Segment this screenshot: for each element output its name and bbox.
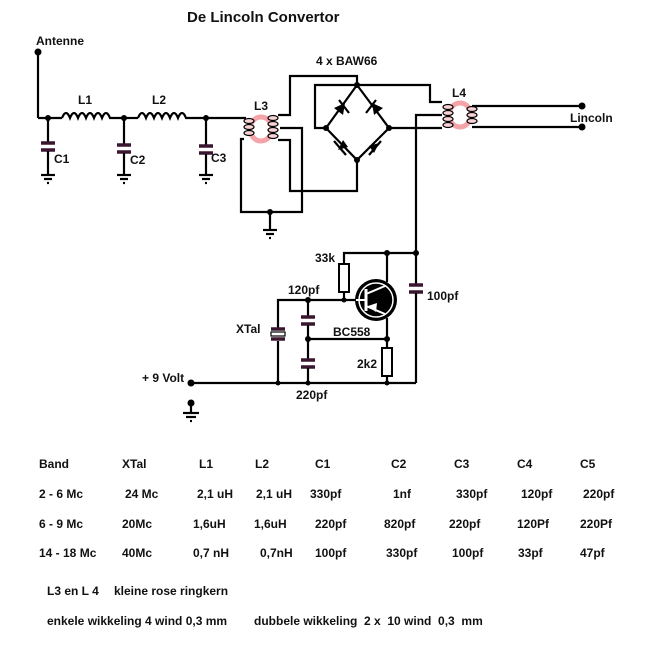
capacitor-c1-label: C1 xyxy=(54,152,70,166)
transformer-l4 xyxy=(442,100,478,130)
note-double-winding: dubbele wikkeling 2 x 10 wind 0,3 mm xyxy=(254,614,483,628)
cell-c1: 330pf xyxy=(310,487,342,501)
cell-c5: 220Pf xyxy=(580,517,613,531)
cell-c5: 220pf xyxy=(583,487,615,501)
capacitor-120pf-label: 120pf xyxy=(288,283,320,297)
header-xtal: XTal xyxy=(122,457,147,471)
capacitor-120pf xyxy=(301,300,315,359)
resistor-33k xyxy=(338,263,350,300)
header-c2: C2 xyxy=(391,457,407,471)
cell-c4: 33pf xyxy=(518,546,543,560)
diagram-title: De Lincoln Convertor xyxy=(187,9,340,26)
cell-c2: 1nf xyxy=(393,487,411,501)
header-l2: L2 xyxy=(255,457,270,471)
cell-l1: 1,6uH xyxy=(193,517,226,531)
antenna-label: Antenne xyxy=(36,34,84,48)
ground-supply xyxy=(183,399,199,423)
capacitor-c1 xyxy=(41,115,55,185)
note-single-winding: enkele wikkeling 4 wind 0,3 mm xyxy=(47,614,228,628)
header-l1: L1 xyxy=(199,457,214,471)
inductor-l1-label: L1 xyxy=(78,93,92,107)
diode-bridge xyxy=(313,82,442,163)
crystal-label: XTal xyxy=(236,322,260,336)
cell-c3: 220pf xyxy=(449,517,481,531)
header-c5: C5 xyxy=(580,457,596,471)
capacitor-c3-label: C3 xyxy=(211,151,227,165)
cell-c1: 220pf xyxy=(315,517,347,531)
cell-l2: 0,7nH xyxy=(260,546,293,560)
cell-c4: 120Pf xyxy=(517,517,550,531)
cell-c3: 330pf xyxy=(456,487,488,501)
supply-rail xyxy=(187,379,416,387)
capacitor-100pf-label: 100pf xyxy=(427,289,459,303)
header-band: Band xyxy=(39,457,69,471)
antenna-terminal xyxy=(34,48,62,120)
header-c1: C1 xyxy=(315,457,331,471)
resistor-33k-label: 33k xyxy=(315,251,335,265)
capacitor-c3 xyxy=(199,115,213,185)
capacitor-220pf xyxy=(301,358,315,383)
cell-xtal: 20Mc xyxy=(122,517,153,531)
cell-band: 2 - 6 Mc xyxy=(39,487,84,501)
cell-c5: 47pf xyxy=(580,546,605,560)
note-core-desc: kleine rose ringkern xyxy=(114,584,229,598)
transformer-l3 xyxy=(243,114,279,144)
cell-l2: 2,1 uH xyxy=(256,487,293,501)
resistor-2k2-label: 2k2 xyxy=(357,357,377,371)
header-c4: C4 xyxy=(517,457,533,471)
transformer-l3-label: L3 xyxy=(254,99,268,113)
cell-l1: 2,1 uH xyxy=(197,487,234,501)
cell-c2: 820pf xyxy=(384,517,416,531)
cell-c2: 330pf xyxy=(386,546,418,560)
diodes-label: 4 x BAW66 xyxy=(316,54,378,68)
cell-l1: 0,7 nH xyxy=(193,546,230,560)
output-label: Lincoln xyxy=(570,111,613,125)
inductor-l1 xyxy=(60,111,124,121)
cell-band: 6 - 9 Mc xyxy=(39,517,84,531)
capacitor-c2 xyxy=(117,115,131,185)
crystal-xtal xyxy=(270,320,286,383)
header-c3: C3 xyxy=(454,457,470,471)
supply-label: + 9 Volt xyxy=(142,371,184,385)
capacitor-c2-label: C2 xyxy=(130,153,146,167)
cell-xtal: 24 Mc xyxy=(125,487,159,501)
circuit-schematic: De Lincoln Convertor Antenne L1 L2 C1 xyxy=(34,9,613,423)
cell-xtal: 40Mc xyxy=(122,546,153,560)
note-core-label: L3 en L 4 xyxy=(47,584,99,598)
inductor-l2 xyxy=(136,111,208,121)
transistor-label: BC558 xyxy=(333,325,371,339)
ground-l3 xyxy=(263,209,277,240)
resistor-2k2 xyxy=(381,328,393,383)
transistor-bc558 xyxy=(355,253,397,328)
cell-l2: 1,6uH xyxy=(254,517,287,531)
cell-c3: 100pf xyxy=(452,546,484,560)
transformer-l4-label: L4 xyxy=(452,86,466,100)
cell-band: 14 - 18 Mc xyxy=(39,546,97,560)
output-terminal xyxy=(472,102,586,131)
capacitor-220pf-label: 220pf xyxy=(296,388,328,402)
cell-c4: 120pf xyxy=(521,487,553,501)
inductor-l2-label: L2 xyxy=(152,93,166,107)
cell-c1: 100pf xyxy=(315,546,347,560)
capacitor-100pf xyxy=(409,253,423,383)
